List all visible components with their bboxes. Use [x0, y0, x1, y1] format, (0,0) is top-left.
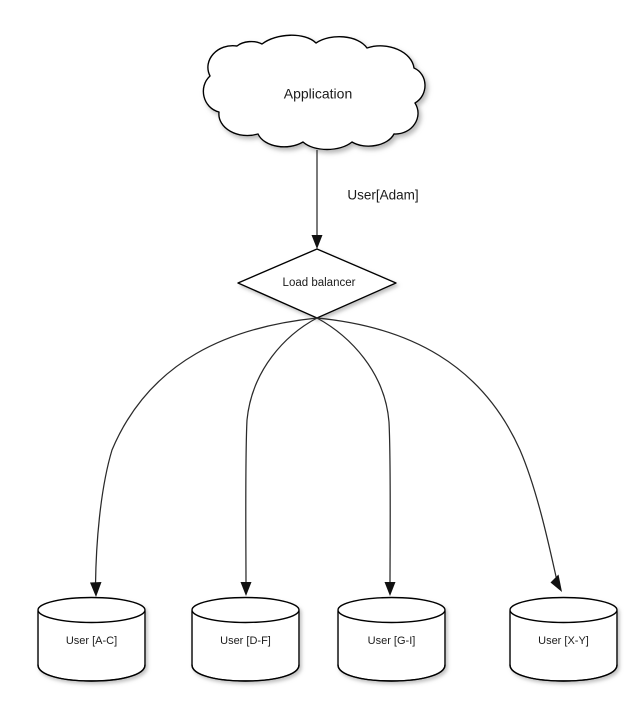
node-datastore-2[interactable]: User [G-I] — [337, 596, 446, 682]
edge-label-user-adam: User[Adam] — [347, 188, 418, 203]
node-load-balancer[interactable]: Load balancer — [237, 248, 397, 319]
cylinder-top-3 — [509, 596, 618, 624]
arrow-head-2 — [384, 582, 396, 596]
datastore-label-2: User [G-I] — [368, 635, 416, 647]
cylinder-bottom-arc-0 — [37, 664, 146, 682]
node-datastore-3[interactable]: User [X-Y] — [509, 596, 618, 682]
cloud-shape — [202, 34, 426, 151]
edge-load-balancer-to-datastore-2 — [316, 317, 396, 596]
cylinder-top-0 — [37, 596, 146, 624]
load-balancer-label: Load balancer — [283, 277, 356, 289]
cylinder-bottom-arc-3 — [509, 664, 618, 682]
edge-load-balancer-to-datastore-0 — [90, 317, 318, 597]
node-datastore-1[interactable]: User [D-F] — [191, 596, 300, 682]
arrow-head-3 — [550, 574, 562, 592]
cylinder-top-2 — [337, 596, 446, 624]
application-label: Application — [284, 86, 353, 102]
arrow-head-application — [311, 235, 323, 249]
edge-curve-3 — [316, 317, 558, 582]
cylinder-bottom-arc-1 — [191, 664, 300, 682]
arrow-head-0 — [90, 582, 102, 597]
cylinder-bottom-arc-2 — [337, 664, 446, 682]
edge-curve-1 — [245, 317, 318, 587]
edge-curve-2 — [316, 317, 391, 587]
cylinder-top-1 — [191, 596, 300, 624]
datastore-label-3: User [X-Y] — [538, 635, 589, 647]
datastore-label-0: User [A-C] — [66, 635, 117, 647]
node-datastore-0[interactable]: User [A-C] — [37, 596, 146, 682]
edge-application-to-load-balancer: User[Adam] — [311, 150, 419, 249]
edge-curve-0 — [94, 317, 318, 586]
datastore-label-1: User [D-F] — [220, 635, 271, 647]
arrow-head-1 — [240, 582, 252, 596]
node-application[interactable]: Application — [202, 34, 426, 151]
edge-load-balancer-to-datastore-3 — [316, 317, 562, 592]
edge-load-balancer-to-datastore-1 — [240, 317, 318, 596]
